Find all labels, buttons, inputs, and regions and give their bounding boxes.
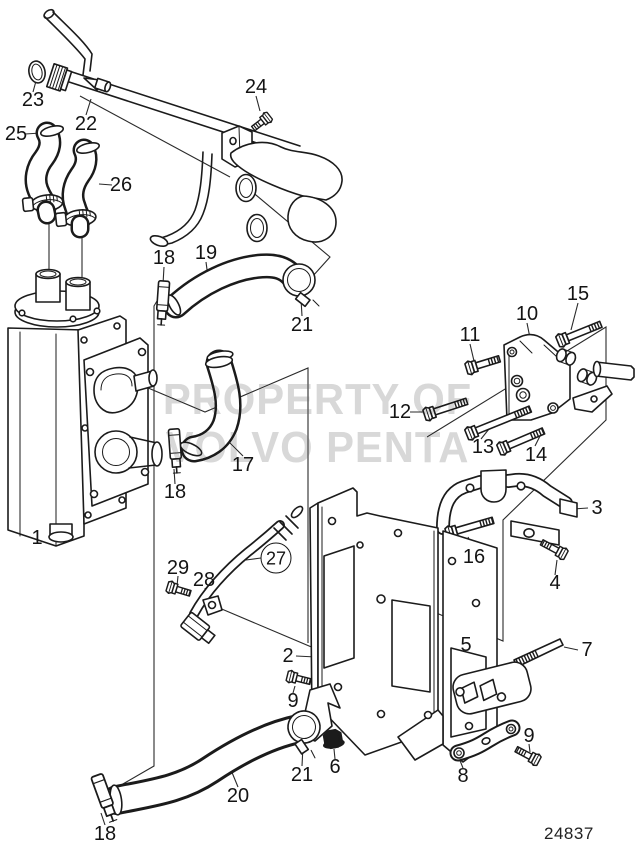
bolt-11-art [463, 354, 502, 377]
callout-22: 22 [74, 113, 98, 135]
callout-17: 17 [231, 454, 255, 476]
callout-16: 16 [462, 546, 486, 568]
watermark: PROPERTY OF VOLVO PENTA [16, 376, 619, 472]
callout-1: 1 [31, 527, 43, 549]
sensor28-art [180, 611, 216, 645]
callout-23: 23 [21, 89, 45, 111]
bolt-15-art [554, 320, 603, 350]
pipe-art [28, 8, 301, 157]
stud7-art [513, 638, 564, 668]
callout-24: 24 [244, 76, 268, 98]
bracket10-art [503, 333, 635, 421]
callout-8: 8 [457, 765, 469, 787]
nut6-art [322, 728, 345, 750]
callout-3: 3 [591, 497, 603, 519]
callout-18: 18 [93, 823, 117, 845]
hose27-art [164, 505, 304, 645]
bolt-24-art [250, 110, 275, 132]
bolt-9a-art [285, 668, 312, 686]
callout-9: 9 [287, 690, 299, 712]
callout-21: 21 [290, 764, 314, 786]
callout-12: 12 [388, 401, 412, 423]
callout-6: 6 [329, 756, 341, 778]
housing-art [229, 141, 343, 243]
bolt-29-art [164, 579, 192, 597]
callout-10: 10 [515, 303, 539, 325]
clamp18a-art [154, 279, 171, 327]
bent-tube-art [149, 151, 213, 248]
callout-29: 29 [166, 557, 190, 579]
callout-20: 20 [226, 785, 250, 807]
callout-7: 7 [581, 639, 593, 661]
callout-2: 2 [282, 645, 294, 667]
callout-15: 15 [566, 283, 590, 305]
hose19-art [154, 253, 320, 327]
hose17-art [167, 349, 242, 475]
bracket3-art [436, 469, 578, 562]
callout-25: 25 [4, 123, 28, 145]
heat-exchanger-art [7, 268, 163, 547]
callout-28: 28 [192, 569, 216, 591]
watermark-line1: PROPERTY OF [162, 375, 473, 424]
callout-4: 4 [549, 572, 561, 594]
hose26-art [54, 138, 101, 239]
bolt-14-art [495, 427, 546, 458]
callout-19: 19 [194, 242, 218, 264]
watermark-line2: VOLVO PENTA [165, 423, 470, 472]
link8-art [449, 719, 521, 762]
bolt-4-art [539, 539, 570, 562]
hose25-art [21, 121, 65, 225]
clamp21a-art [282, 263, 320, 308]
callout-13: 13 [471, 436, 495, 458]
bolt-12-art [421, 397, 469, 423]
spacer5-art [452, 661, 532, 715]
callout-21: 21 [290, 314, 314, 336]
bolt-9b-art [514, 745, 543, 768]
drawing-number: 24837 [544, 824, 594, 843]
callout-27: 27 [260, 542, 292, 574]
callout-14: 14 [524, 444, 548, 466]
callout-18: 18 [163, 481, 187, 503]
callout-26: 26 [109, 174, 133, 196]
bolt-13-art [463, 405, 533, 443]
callout-11: 11 [459, 324, 481, 346]
callout-18: 18 [152, 247, 176, 269]
hose20-art [90, 706, 329, 824]
callout-9: 9 [523, 725, 535, 747]
bolt-16-art [443, 516, 495, 542]
callout-5: 5 [460, 634, 472, 656]
